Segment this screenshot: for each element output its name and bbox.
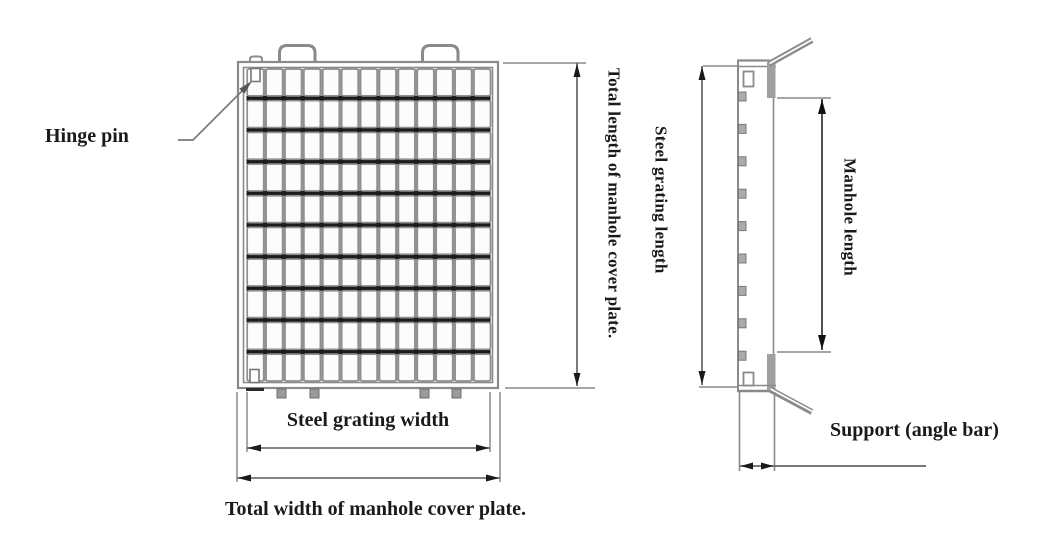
lift-handle-left-icon — [278, 44, 317, 62]
support-angle-bottom — [768, 386, 814, 415]
hinge-pin-square-top — [250, 67, 261, 83]
hinge-pin-side-bottom — [742, 371, 755, 387]
hinge-pin-label: Hinge pin — [45, 125, 129, 147]
dim-manhole-length — [777, 97, 831, 353]
dim-steel-grating-width — [246, 392, 491, 452]
total-length-label: Total length of manhole cover plate. — [604, 68, 624, 339]
dim-steel-grating-length — [698, 65, 739, 388]
dim-total-length — [503, 62, 595, 389]
dim-support-width — [740, 462, 926, 470]
side-view-profile — [737, 37, 814, 471]
hinge-pin-side-top — [742, 70, 755, 88]
hinge-pin-square-bottom — [249, 368, 260, 384]
manhole-length-label: Manhole length — [840, 158, 860, 277]
plate-inner-frame — [242, 66, 494, 384]
lift-handle-right-icon — [421, 44, 460, 62]
support-angle-top — [767, 37, 814, 67]
grating-grid — [246, 68, 492, 382]
steel-grating-width-label: Steel grating width — [286, 409, 450, 431]
hinge-tab — [249, 55, 263, 62]
crossbar-ends — [738, 91, 747, 361]
steel-grating-length-label: Steel grating length — [651, 126, 671, 274]
plate-outer-frame — [236, 60, 500, 390]
top-angle-leg — [767, 60, 776, 98]
support-label: Support (angle bar) — [830, 419, 999, 441]
bottom-tabs — [276, 388, 462, 399]
hinge-pin-leader-line — [178, 81, 252, 141]
dim-total-width — [236, 392, 501, 482]
bottom-angle-leg — [767, 354, 776, 391]
total-width-label: Total width of manhole cover plate. — [224, 498, 527, 520]
plan-view — [178, 44, 500, 399]
